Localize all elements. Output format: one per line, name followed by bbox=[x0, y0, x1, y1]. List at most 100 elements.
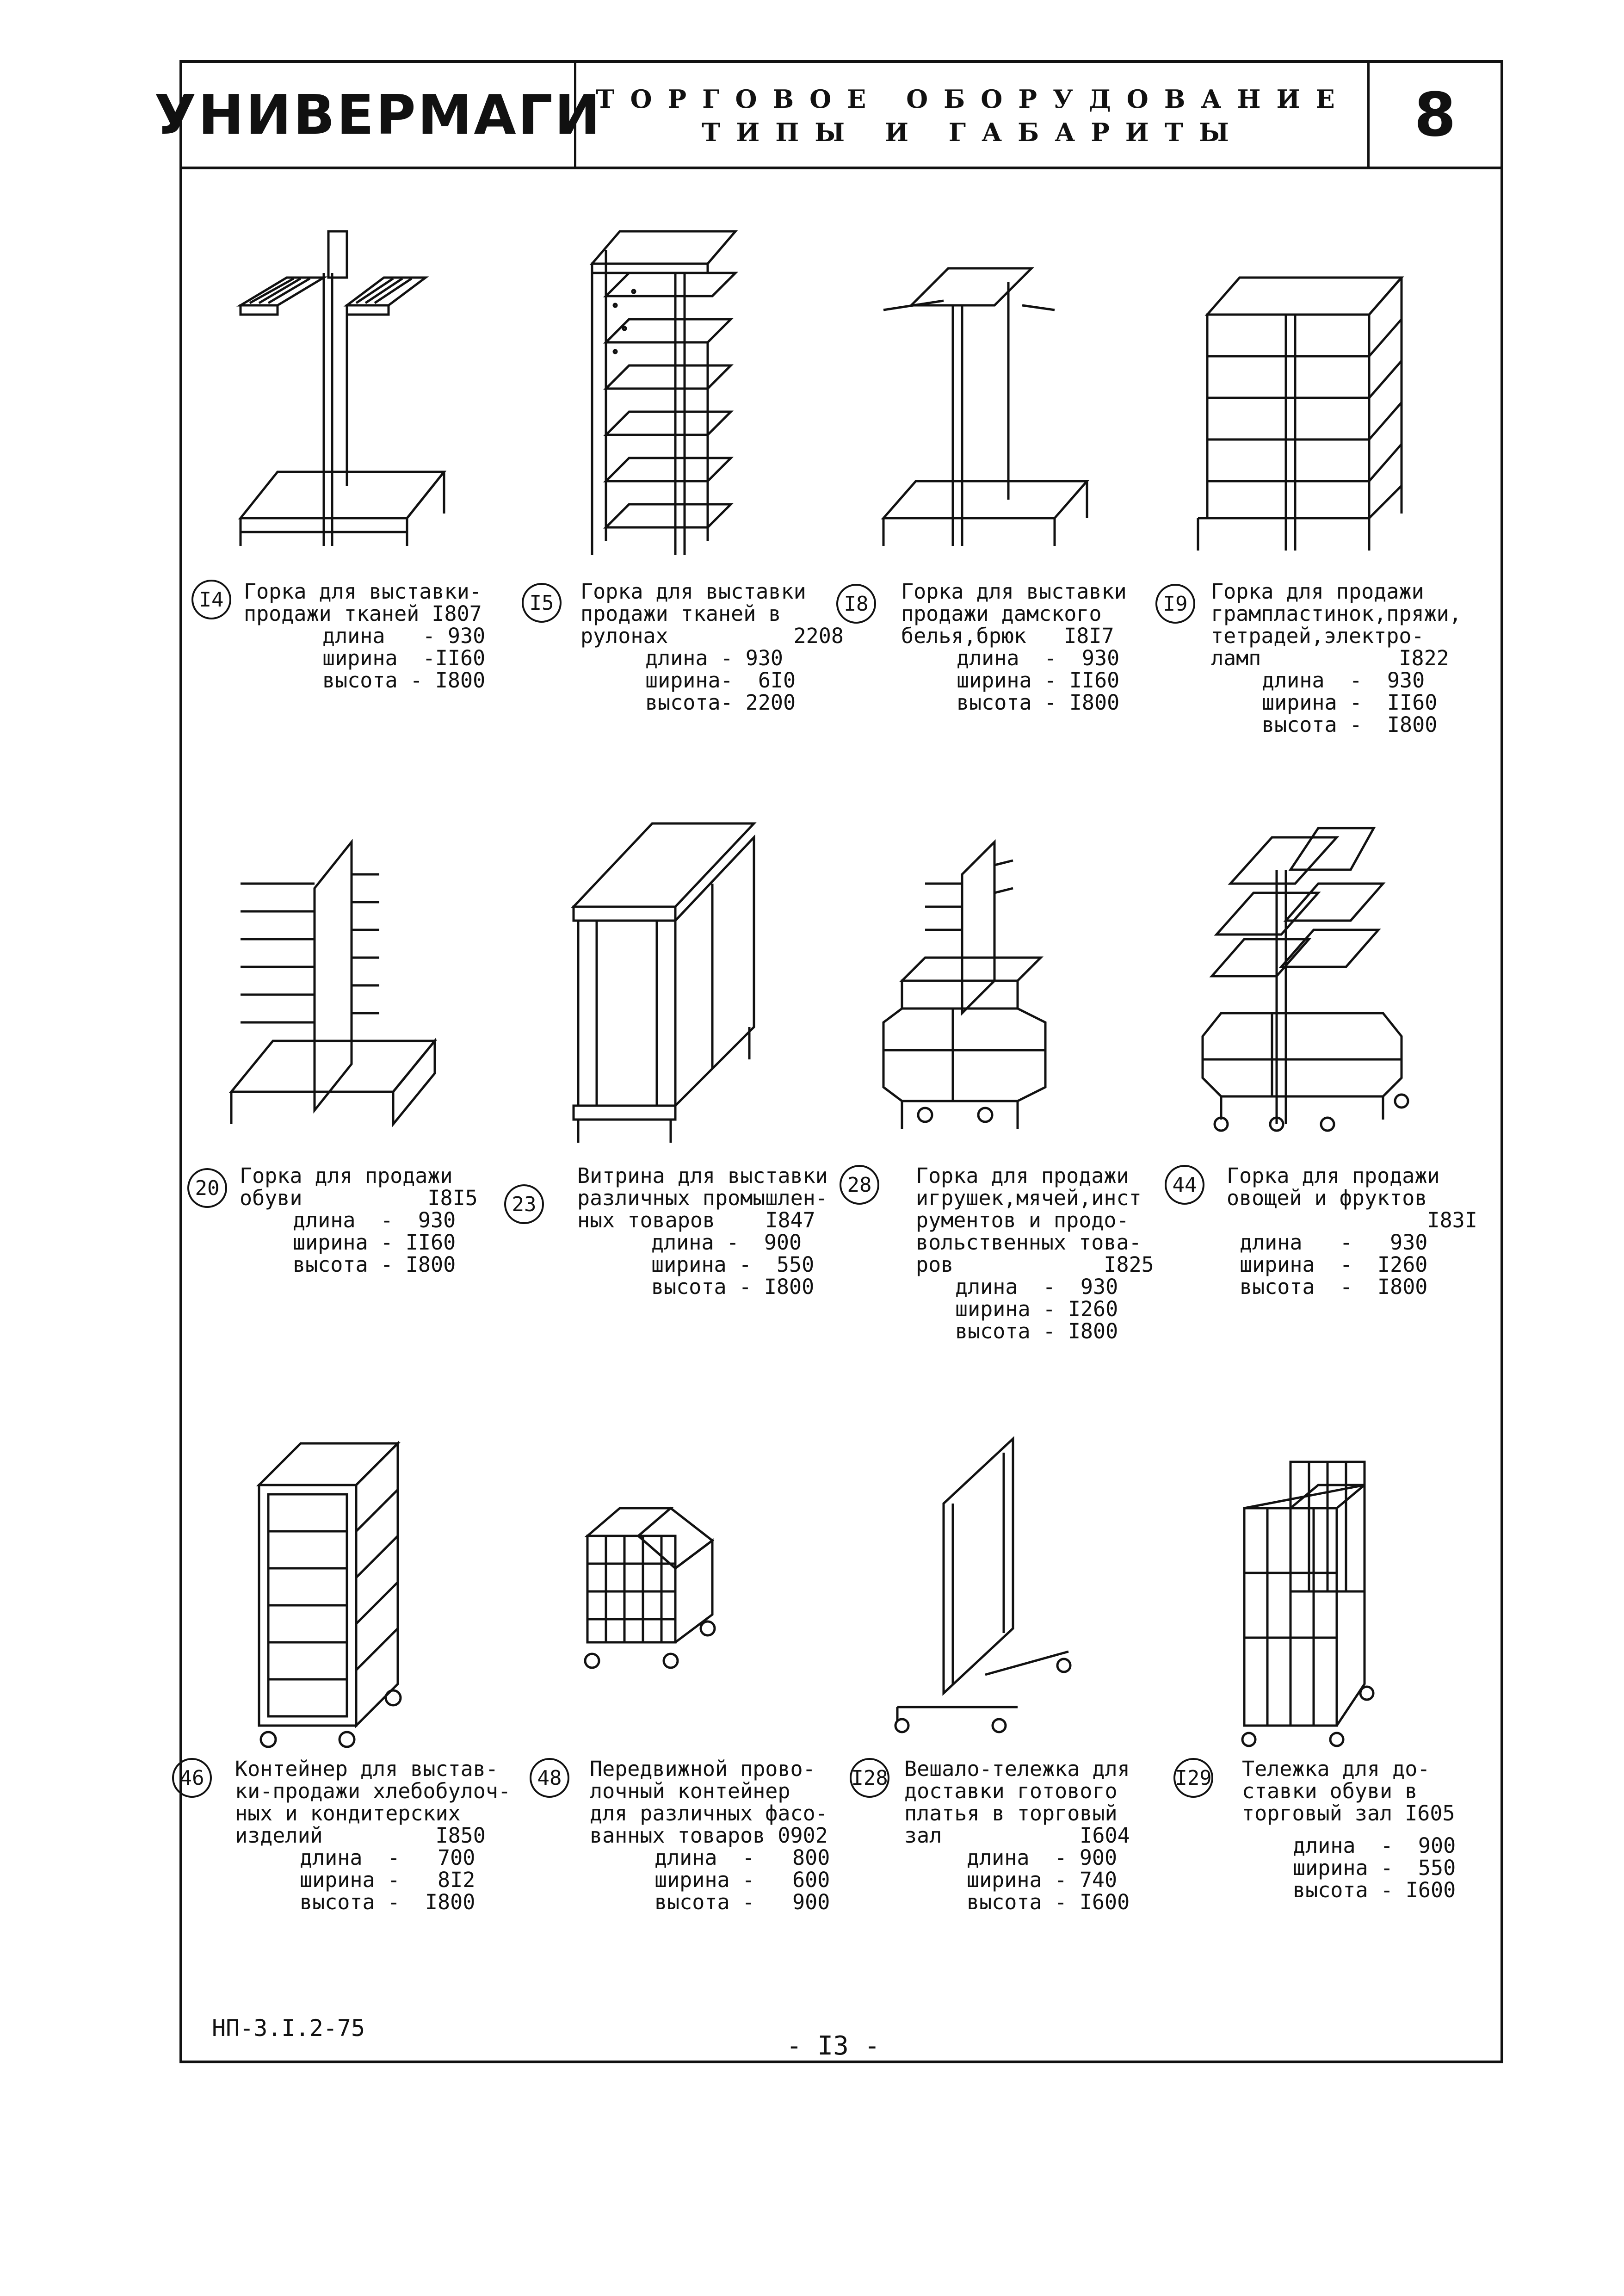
item-number-badge: I8 bbox=[836, 584, 876, 624]
item-caption: Передвижной прово- лочный контейнер для … bbox=[590, 1758, 849, 1913]
drawing-garment-trolley bbox=[893, 1434, 1078, 1739]
caption-line: белья,брюк I8I7 bbox=[901, 624, 1114, 648]
caption-line: ров I825 bbox=[916, 1252, 1154, 1277]
brand-cell: УНИВЕРМАГИ bbox=[154, 63, 600, 167]
title-block: УНИВЕРМАГИ ТОРГОВОЕ ОБОРУДОВАНИЕ ТИПЫ И … bbox=[154, 63, 1501, 169]
caption-line: I83I bbox=[1227, 1208, 1477, 1232]
item-caption: Горка для выставки- продажи тканей I807 … bbox=[244, 581, 503, 692]
dimension-width: ширина - I260 bbox=[955, 1297, 1118, 1321]
dimension-length: длина - 930 bbox=[1262, 668, 1425, 693]
document-code: НП-3.I.2-75 bbox=[212, 2015, 365, 2042]
caption-line: доставки готового bbox=[904, 1779, 1118, 1803]
caption-line: рументов и продо- bbox=[916, 1208, 1129, 1232]
caption-line: Витрина для выставки bbox=[577, 1163, 828, 1188]
dimension-height: высота - I800 bbox=[955, 1319, 1118, 1343]
caption-line: ных товаров I847 bbox=[577, 1208, 815, 1232]
caption-line: Горка для продажи bbox=[240, 1163, 453, 1188]
item-caption: Вешало-тележка для доставки готового пла… bbox=[904, 1758, 1163, 1913]
dimension-length: длина - 900 bbox=[1293, 1833, 1456, 1858]
caption-line: Вешало-тележка для bbox=[904, 1757, 1130, 1781]
dimension-length: длина - 930 bbox=[957, 646, 1120, 670]
caption-line: зал I604 bbox=[904, 1823, 1130, 1848]
dimension-height: высота - I600 bbox=[967, 1890, 1130, 1914]
drawing-wire-container bbox=[578, 1480, 731, 1675]
dimension-height: высота - I800 bbox=[651, 1275, 815, 1299]
item-caption: Горка для выставки продажи тканей в руло… bbox=[580, 579, 844, 715]
drawing-bakery-container bbox=[250, 1425, 407, 1753]
item-caption: Горка для продажи грампластинок,пряжи, т… bbox=[1211, 581, 1470, 736]
item-caption: Горка для продажи овощей и фруктов I83I … bbox=[1227, 1165, 1486, 1298]
caption-line: Горка для продажи bbox=[916, 1163, 1129, 1188]
drawing-shelf-rolled-fabrics bbox=[587, 190, 740, 560]
caption-line: Передвижной прово- bbox=[590, 1757, 815, 1781]
item-number-badge: 48 bbox=[530, 1758, 569, 1798]
dimension-width: ширина - I260 bbox=[1240, 1252, 1428, 1277]
dimension-height: высота - I800 bbox=[293, 1252, 456, 1277]
drawing-vegetable-stand bbox=[1198, 819, 1415, 1133]
drawing-stand-records-yarn bbox=[1197, 254, 1411, 560]
caption-line: продажи тканей в bbox=[580, 601, 781, 626]
caption-line: торговый зал I605 bbox=[1242, 1801, 1455, 1826]
sheet-number-cell: 8 bbox=[1367, 63, 1501, 167]
item-number-badge: 28 bbox=[840, 1165, 879, 1205]
dimension-length: длина - 930 bbox=[645, 646, 784, 670]
sheet-title-line2: ТИПЫ И ГАБАРИТЫ bbox=[702, 118, 1245, 147]
caption-line: продажи дамского bbox=[901, 601, 1102, 626]
item-number-badge: 46 bbox=[172, 1758, 212, 1798]
drawing-display-stand-fabrics bbox=[231, 227, 453, 560]
item-caption: Тележка для до- ставки обуви в торговый … bbox=[1242, 1758, 1501, 1901]
drawing-shoe-trolley bbox=[1235, 1453, 1383, 1749]
caption-line: ставки обуви в bbox=[1242, 1779, 1418, 1803]
caption-line: Горка для продажи bbox=[1211, 579, 1424, 604]
caption-line: Контейнер для выстав- bbox=[235, 1757, 498, 1781]
item-caption: Витрина для выставки различных промышлен… bbox=[577, 1165, 836, 1298]
drawing-shoe-stand bbox=[227, 828, 439, 1129]
dimension-length: длина - 930 bbox=[1240, 1230, 1428, 1255]
dimension-height: высота - I800 bbox=[1240, 1275, 1428, 1299]
item-caption: Горка для продажи обуви I8I5 длина - 930… bbox=[240, 1165, 499, 1276]
caption-line: обуви I8I5 bbox=[240, 1186, 478, 1210]
brand-title: УНИВЕРМАГИ bbox=[154, 83, 602, 147]
caption-line: ванных товаров 0902 bbox=[590, 1823, 828, 1848]
caption-line: рулонах 2208 bbox=[580, 624, 844, 648]
caption-line: для различных фасо- bbox=[590, 1801, 828, 1826]
sheet-number: 8 bbox=[1414, 80, 1456, 150]
caption-line: Горка для продажи bbox=[1227, 1163, 1440, 1188]
dimension-height: высота - 900 bbox=[655, 1890, 830, 1914]
dimension-length: длина - 930 bbox=[322, 624, 486, 648]
dimension-height: высота - I800 bbox=[1262, 712, 1438, 737]
item-number-badge: I9 bbox=[1155, 584, 1195, 624]
drawing-sheet: УНИВЕРМАГИ ТОРГОВОЕ ОБОРУДОВАНИЕ ТИПЫ И … bbox=[154, 60, 1503, 2063]
drawing-stand-womens-linen bbox=[879, 259, 1092, 555]
dimension-length: длина - 700 bbox=[300, 1845, 475, 1870]
dimension-width: ширина - 550 bbox=[651, 1252, 815, 1277]
dimension-height: высота - I800 bbox=[957, 690, 1120, 715]
caption-line: Тележка для до- bbox=[1242, 1757, 1430, 1781]
item-number-badge: I4 bbox=[191, 580, 231, 619]
caption-line: Горка для выставки bbox=[580, 579, 806, 604]
caption-line: изделий I850 bbox=[235, 1823, 486, 1848]
dimension-width: ширина - II60 bbox=[1262, 690, 1438, 715]
caption-line: вольственных това- bbox=[916, 1230, 1142, 1255]
caption-line: продажи тканей I807 bbox=[244, 601, 482, 626]
drawing-toy-stand bbox=[874, 828, 1059, 1133]
item-caption: Горка для продажи игрушек,мячей,инст рум… bbox=[916, 1165, 1175, 1343]
caption-line: платья в торговый bbox=[904, 1801, 1118, 1826]
dimension-width: ширина - 550 bbox=[1293, 1856, 1456, 1880]
page-number: - I3 - bbox=[786, 2031, 880, 2061]
dimension-width: ширина -II60 bbox=[322, 646, 486, 670]
item-caption: Горка для выставки продажи дамского бель… bbox=[901, 581, 1160, 714]
dimension-height: высота - I800 bbox=[322, 668, 486, 693]
item-number-badge: I5 bbox=[522, 583, 562, 623]
dimension-height: высота- 2200 bbox=[645, 690, 796, 715]
dimension-length: длина - 900 bbox=[651, 1230, 802, 1255]
dimension-height: высота - I800 bbox=[300, 1890, 475, 1914]
item-number-badge: 44 bbox=[1165, 1165, 1204, 1205]
item-caption: Контейнер для выстав- ки-продажи хлебобу… bbox=[235, 1757, 511, 1914]
sheet-title-cell: ТОРГОВОЕ ОБОРУДОВАНИЕ ТИПЫ И ГАБАРИТЫ bbox=[576, 63, 1370, 167]
item-number-badge: I29 bbox=[1173, 1758, 1213, 1798]
caption-line: различных промышлен- bbox=[577, 1186, 828, 1210]
dimension-length: длина - 930 bbox=[293, 1208, 456, 1232]
dimension-width: ширина - 8I2 bbox=[300, 1868, 475, 1892]
sheet-title-line1: ТОРГОВОЕ ОБОРУДОВАНИЕ bbox=[596, 84, 1351, 114]
